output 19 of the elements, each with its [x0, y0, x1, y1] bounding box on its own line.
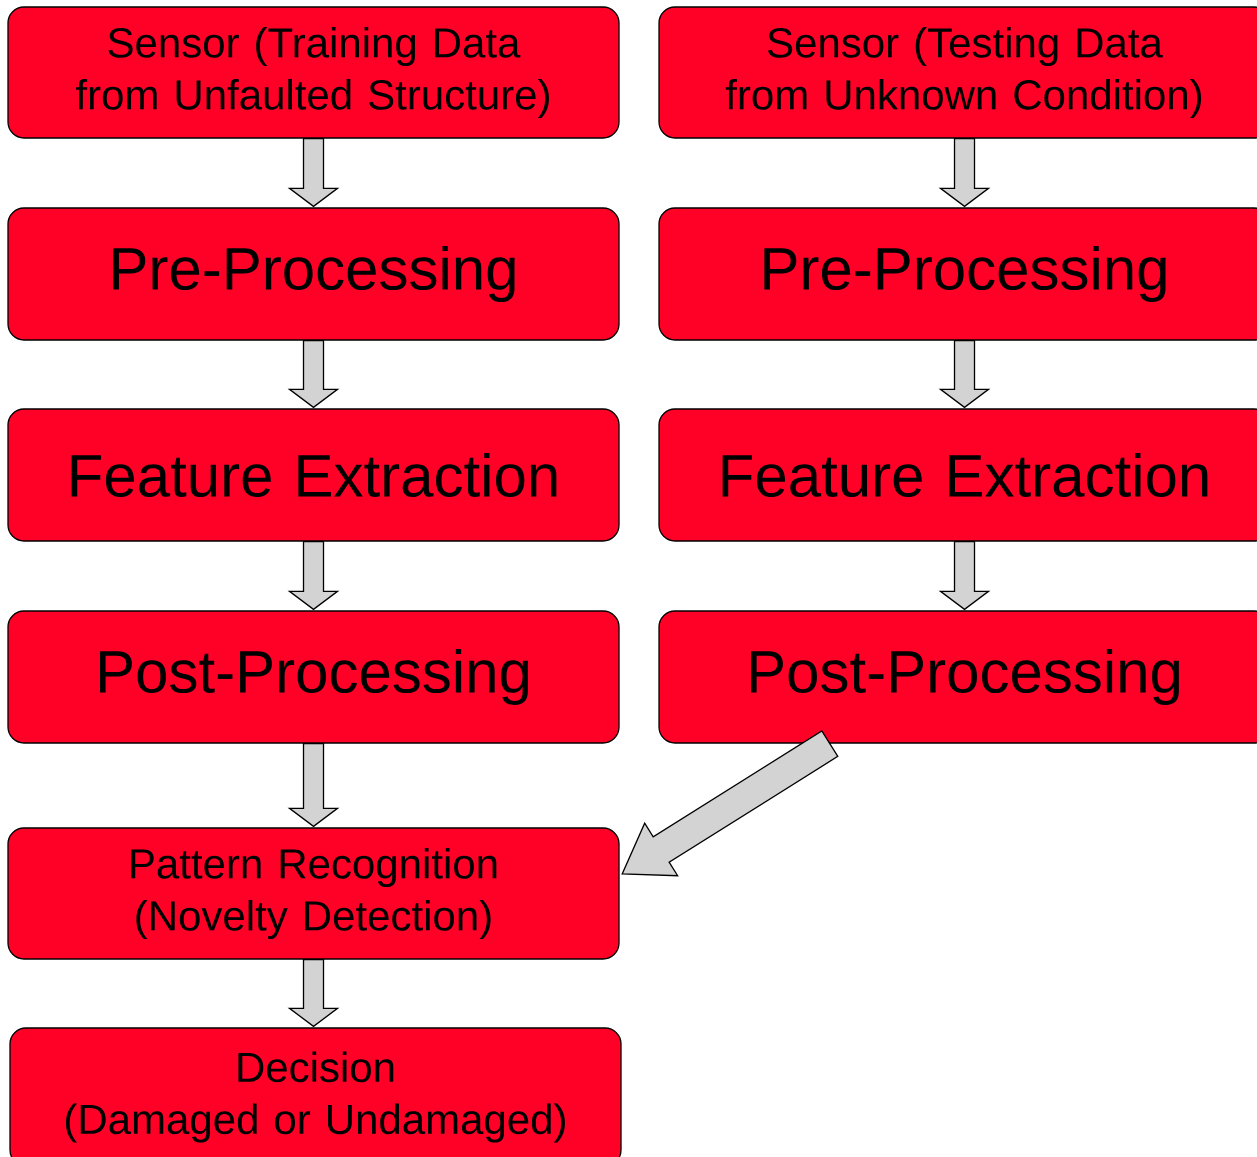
block-arrow: [287, 743, 340, 828]
process-box: Post-Processing: [658, 610, 1257, 744]
process-box: Pattern Recognition (Novelty Detection): [7, 827, 620, 960]
process-box: Decision (Damaged or Undamaged): [9, 1027, 622, 1157]
block-arrow: [287, 138, 340, 208]
block-arrow: [287, 541, 340, 611]
block-arrow: [938, 340, 991, 409]
block-arrow: [287, 959, 340, 1028]
process-box: Post-Processing: [7, 610, 620, 744]
process-box: Feature Extraction: [7, 408, 620, 542]
process-box: Pre-Processing: [658, 207, 1257, 341]
process-box: Sensor (Training Data from Unfaulted Structure): [7, 6, 620, 139]
block-arrow: [938, 138, 991, 208]
block-arrow: [287, 340, 340, 409]
block-arrow: [621, 730, 839, 877]
process-box: Sensor (Testing Data from Unknown Condition): [658, 6, 1257, 139]
process-box: Pre-Processing: [7, 207, 620, 341]
process-box: Feature Extraction: [658, 408, 1257, 542]
block-arrow: [938, 541, 991, 611]
